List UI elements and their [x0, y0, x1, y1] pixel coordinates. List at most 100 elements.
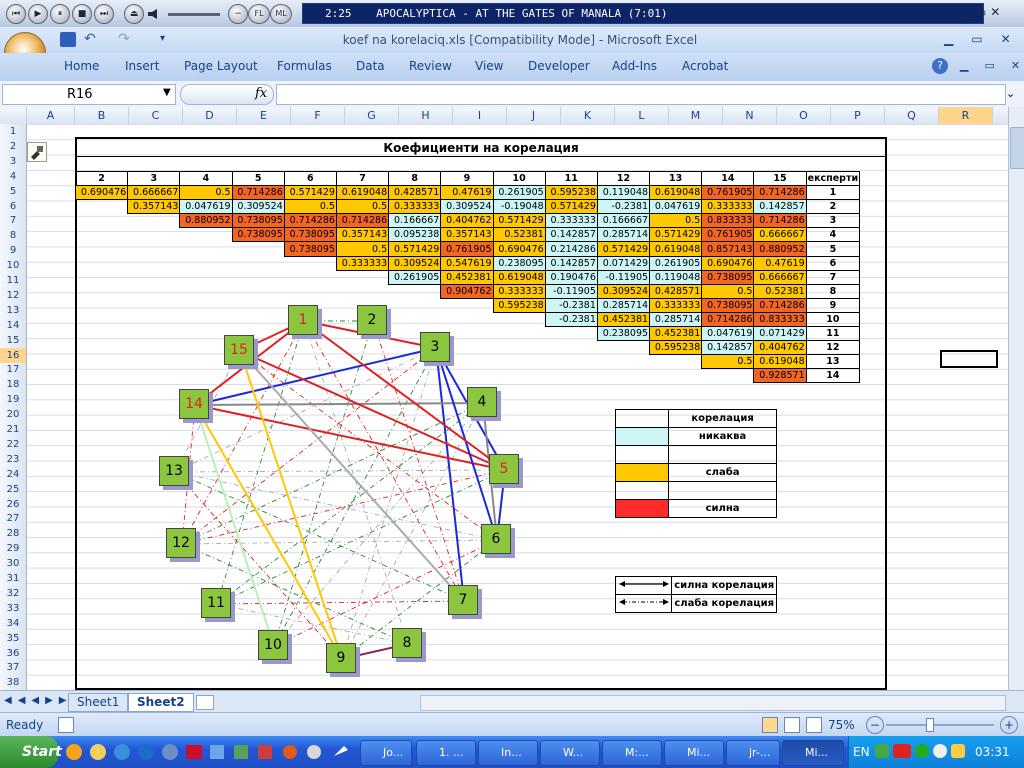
tab-insert[interactable]: Insert: [125, 59, 160, 73]
correlation-cell[interactable]: 0.309524: [596, 283, 651, 299]
correlation-cell[interactable]: 0.714286: [753, 185, 807, 201]
selected-cell[interactable]: [940, 350, 998, 368]
row-header-20[interactable]: 20: [6, 409, 20, 421]
row-header-33[interactable]: 33: [6, 602, 20, 614]
macro-record-icon[interactable]: [58, 717, 74, 733]
row-header-32[interactable]: 32: [6, 587, 20, 599]
column-header-j[interactable]: J: [507, 107, 561, 124]
correlation-cell[interactable]: 0.309524: [231, 199, 285, 215]
correlation-cell[interactable]: 0.714286: [335, 213, 390, 229]
correlation-cell[interactable]: 0.690476: [492, 241, 546, 257]
row-header-17[interactable]: 17: [6, 364, 20, 376]
workbook-controls[interactable]: ▁▭✕: [960, 59, 1020, 72]
correlation-cell[interactable]: 0.5: [335, 241, 390, 257]
fx-icon[interactable]: fx: [255, 86, 268, 101]
expert-node-8[interactable]: 8: [392, 628, 422, 658]
save-icon[interactable]: [60, 32, 76, 47]
correlation-cell[interactable]: 0.333333: [701, 199, 755, 215]
column-header-o[interactable]: O: [777, 107, 831, 124]
expert-node-3[interactable]: 3: [420, 332, 450, 362]
row-header-7[interactable]: 7: [9, 215, 17, 227]
row-header-11[interactable]: 11: [6, 275, 20, 286]
correlation-cell[interactable]: 0.428571: [649, 283, 703, 299]
correlation-cell[interactable]: 0.333333: [492, 283, 546, 299]
row-header-6[interactable]: 6: [9, 200, 17, 212]
correlation-cell[interactable]: 0.52381: [753, 283, 807, 299]
name-box[interactable]: R16 ▼: [2, 84, 176, 105]
row-header-8[interactable]: 8: [9, 230, 17, 242]
row-header-36[interactable]: 36: [6, 647, 20, 659]
qat-dropdown-icon[interactable]: ▾: [160, 33, 166, 44]
task-jo[interactable]: Jo...: [360, 740, 412, 766]
correlation-cell[interactable]: 0.928571: [753, 368, 807, 384]
correlation-cell[interactable]: 0.285714: [596, 227, 651, 243]
volume-slider[interactable]: [168, 13, 220, 16]
tab-review[interactable]: Review: [409, 59, 452, 73]
window-controls-player[interactable]: ▁ ▭ ✕: [962, 5, 1001, 19]
row-header-28[interactable]: 28: [6, 528, 20, 540]
expert-node-11[interactable]: 11: [201, 588, 231, 618]
task-jr[interactable]: jr-...: [726, 740, 780, 766]
previous-icon[interactable]: ⏮: [6, 4, 26, 24]
redo-icon[interactable]: ↷: [118, 31, 130, 47]
correlation-cell[interactable]: 0.666667: [753, 269, 807, 285]
expert-node-7[interactable]: 7: [448, 585, 478, 615]
correlation-cell[interactable]: 0.047619: [649, 199, 703, 215]
row-header-31[interactable]: 31: [6, 573, 20, 584]
page-layout-view-icon[interactable]: [784, 717, 800, 733]
expert-node-4[interactable]: 4: [467, 387, 497, 417]
correlation-cell[interactable]: 0.738095: [231, 227, 285, 243]
expert-node-6[interactable]: 6: [481, 524, 511, 554]
row-header-4[interactable]: 4: [9, 170, 17, 182]
expert-node-9[interactable]: 9: [326, 643, 356, 673]
column-header-e[interactable]: E: [237, 107, 291, 124]
name-box-dropdown-icon[interactable]: ▼: [163, 87, 171, 98]
correlation-cell[interactable]: 0.880952: [179, 213, 233, 229]
row-header-35[interactable]: 35: [6, 632, 20, 644]
column-header-r[interactable]: R: [939, 107, 993, 124]
column-header-d[interactable]: D: [183, 107, 237, 124]
row-header-10[interactable]: 10: [6, 260, 20, 272]
task-m[interactable]: M:...: [602, 740, 662, 766]
correlation-cell[interactable]: 0.690476: [701, 255, 755, 271]
zoom-out-icon[interactable]: −: [866, 716, 884, 734]
row-header-18[interactable]: 18: [6, 379, 20, 391]
column-header-h[interactable]: H: [399, 107, 453, 124]
correlation-cell[interactable]: 0.619048: [335, 185, 390, 201]
correlation-cell[interactable]: 0.690476: [74, 185, 129, 201]
language-indicator[interactable]: EN: [853, 745, 870, 759]
row-header-1[interactable]: 1: [9, 126, 17, 137]
tab-sheet1[interactable]: Sheet1: [68, 693, 129, 712]
correlation-cell[interactable]: 0.738095: [231, 213, 285, 229]
column-header-m[interactable]: M: [669, 107, 723, 124]
correlation-cell[interactable]: 0.571429: [596, 241, 651, 257]
row-header-14[interactable]: 14: [6, 319, 20, 331]
row-header-12[interactable]: 12: [6, 289, 20, 301]
task-mi[interactable]: Mi...: [664, 740, 724, 766]
row-header-5[interactable]: 5: [9, 185, 17, 197]
task-1[interactable]: 1. ...: [416, 740, 476, 766]
correlation-cell[interactable]: 0.571429: [544, 199, 598, 215]
expert-node-15[interactable]: 15: [224, 335, 254, 365]
tray-icon-ati[interactable]: [893, 744, 911, 758]
correlation-cell[interactable]: 0.619048: [649, 185, 703, 201]
row-header-19[interactable]: 19: [6, 394, 20, 406]
expert-node-1[interactable]: 1: [288, 305, 318, 335]
tab-data[interactable]: Data: [356, 59, 385, 73]
correlation-cell[interactable]: 0.5: [701, 354, 755, 370]
correlation-cell[interactable]: -0.11905: [596, 269, 651, 285]
zoom-level[interactable]: 75%: [828, 718, 855, 732]
correlation-cell[interactable]: 0.333333: [649, 297, 703, 313]
select-all-corner[interactable]: [0, 107, 27, 124]
row-header-16[interactable]: 16: [0, 347, 26, 363]
row-header-30[interactable]: 30: [6, 558, 20, 570]
correlation-cell[interactable]: 0.333333: [335, 255, 390, 271]
correlation-cell[interactable]: 0.595238: [492, 297, 546, 313]
row-header-23[interactable]: 23: [6, 453, 20, 465]
column-header-p[interactable]: P: [831, 107, 885, 124]
correlation-cell[interactable]: 0.428571: [388, 185, 442, 201]
correlation-cell[interactable]: 0.357143: [335, 227, 390, 243]
expert-node-14[interactable]: 14: [179, 389, 209, 419]
sheet-nav-icons[interactable]: ◀◀◀▶▶▶: [4, 695, 87, 706]
zoom-slider[interactable]: [886, 724, 994, 726]
